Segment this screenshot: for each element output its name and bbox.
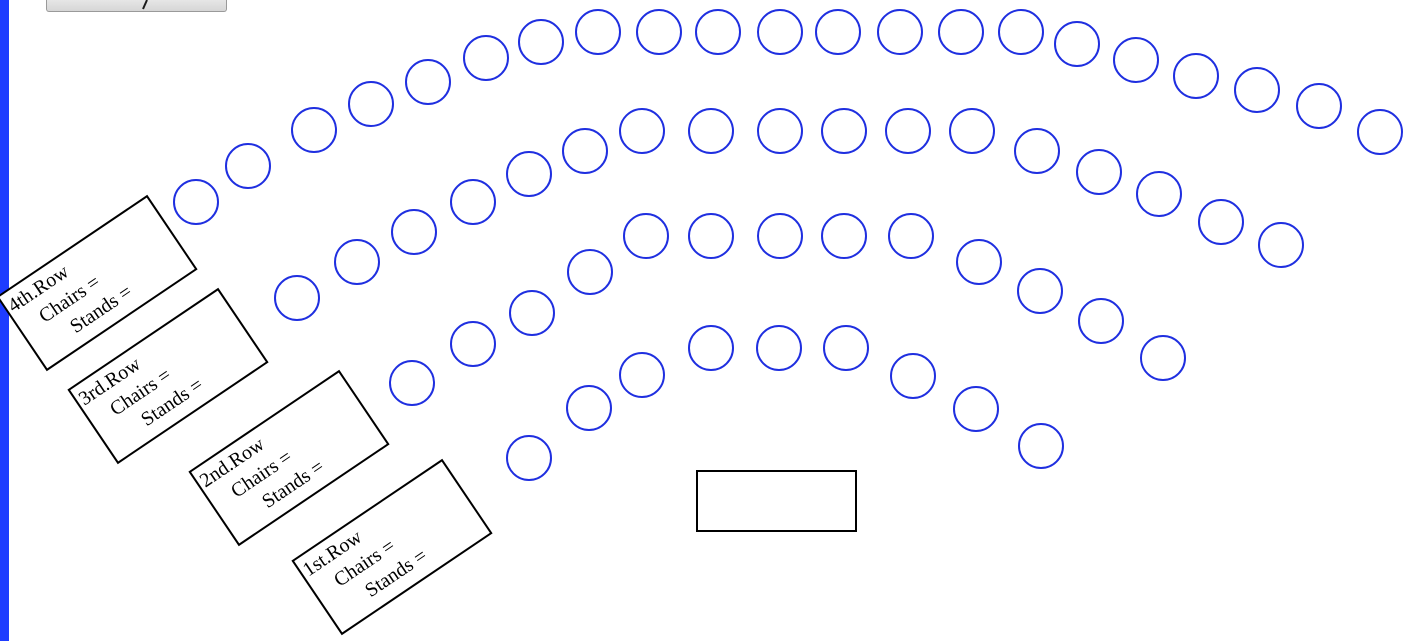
seat-circle[interactable]	[689, 109, 733, 153]
seat-circle[interactable]	[1259, 223, 1303, 267]
seat-circle[interactable]	[824, 326, 868, 370]
seat-circle[interactable]	[957, 240, 1001, 284]
seat-circle[interactable]	[1055, 22, 1099, 66]
seat-circle[interactable]	[1015, 129, 1059, 173]
podium[interactable]	[697, 471, 856, 531]
row-labels-layer: 4th.Row Chairs = Stands = 3rd.Row Chairs…	[0, 196, 491, 634]
seat-circle[interactable]	[620, 109, 664, 153]
seat-circle[interactable]	[889, 214, 933, 258]
seat-circle[interactable]	[275, 276, 319, 320]
seat-circle[interactable]	[689, 326, 733, 370]
seat-circle[interactable]	[1358, 110, 1402, 154]
seat-circle[interactable]	[1297, 84, 1341, 128]
seat-circle[interactable]	[1174, 54, 1218, 98]
seat-circle[interactable]	[999, 10, 1043, 54]
seat-row-1st-row	[507, 326, 1063, 480]
seat-circle[interactable]	[689, 214, 733, 258]
seat-circle[interactable]	[1077, 150, 1121, 194]
seat-circle[interactable]	[292, 108, 336, 152]
seat-circle[interactable]	[226, 144, 270, 188]
seat-circle[interactable]	[757, 326, 801, 370]
seat-circle[interactable]	[392, 210, 436, 254]
seat-circle[interactable]	[576, 10, 620, 54]
seat-circle[interactable]	[464, 36, 508, 80]
seat-circle[interactable]	[758, 109, 802, 153]
seat-circle[interactable]	[758, 10, 802, 54]
seat-circle[interactable]	[696, 10, 740, 54]
seat-circle[interactable]	[891, 354, 935, 398]
seat-circle[interactable]	[335, 240, 379, 284]
seat-circle[interactable]	[406, 60, 450, 104]
seat-circle[interactable]	[567, 386, 611, 430]
seat-circle[interactable]	[174, 180, 218, 224]
seat-circle[interactable]	[1019, 424, 1063, 468]
seat-circle[interactable]	[510, 291, 554, 335]
seat-circle[interactable]	[758, 214, 802, 258]
seat-row-2nd-row	[390, 214, 1185, 405]
seat-circle[interactable]	[507, 152, 551, 196]
seat-circle[interactable]	[1018, 269, 1062, 313]
seat-circle[interactable]	[507, 436, 551, 480]
seat-circle[interactable]	[451, 180, 495, 224]
seat-circle[interactable]	[878, 10, 922, 54]
seat-circle[interactable]	[950, 109, 994, 153]
seat-circle[interactable]	[816, 10, 860, 54]
seat-circle[interactable]	[637, 10, 681, 54]
seat-circle[interactable]	[1137, 172, 1181, 216]
seat-circle[interactable]	[349, 82, 393, 126]
seat-circle[interactable]	[1235, 68, 1279, 112]
seat-circle[interactable]	[939, 10, 983, 54]
seat-circle[interactable]	[451, 322, 495, 366]
seat-circle[interactable]	[954, 387, 998, 431]
seat-circle[interactable]	[1114, 38, 1158, 82]
seat-circle[interactable]	[822, 109, 866, 153]
seat-circle[interactable]	[822, 214, 866, 258]
seat-circle[interactable]	[1141, 336, 1185, 380]
seat-circle[interactable]	[620, 353, 664, 397]
seat-circle[interactable]	[390, 361, 434, 405]
seat-circle[interactable]	[886, 109, 930, 153]
seat-circle[interactable]	[1199, 200, 1243, 244]
seat-circle[interactable]	[568, 250, 612, 294]
seat-circle[interactable]	[1079, 299, 1123, 343]
seat-row-3rd-row	[275, 109, 1303, 320]
seat-circle[interactable]	[624, 214, 668, 258]
seat-circle[interactable]	[519, 20, 563, 64]
seat-circle[interactable]	[563, 129, 607, 173]
